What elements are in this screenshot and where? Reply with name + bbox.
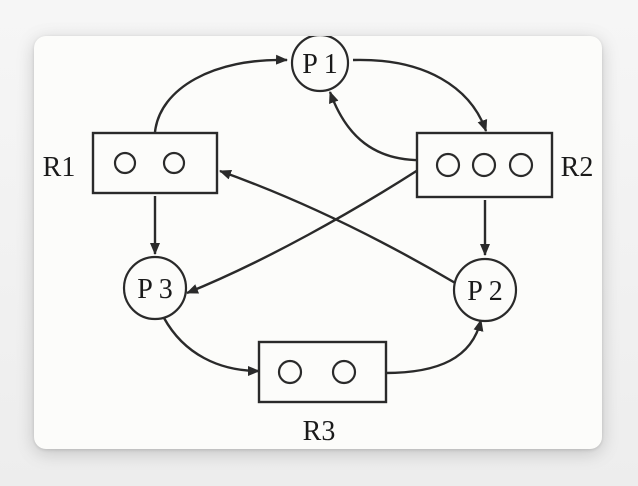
process-p1: P 1 bbox=[290, 36, 350, 93]
resource-r2-label: R2 bbox=[561, 152, 594, 183]
resource-r3-instance bbox=[277, 359, 303, 385]
resource-r2-instance bbox=[508, 152, 534, 178]
resource-r1-instance bbox=[162, 151, 186, 175]
edge-p1-to-r2 bbox=[352, 58, 488, 132]
resource-r3-label: R3 bbox=[303, 416, 336, 447]
resource-r3: R3 bbox=[257, 340, 388, 447]
resource-r2: R2 bbox=[415, 131, 594, 199]
edge-p2-to-r1 bbox=[219, 169, 458, 286]
resource-r1: R1 bbox=[43, 131, 219, 195]
resource-r3-instance bbox=[331, 359, 357, 385]
edge-r2-to-p3 bbox=[186, 168, 419, 295]
edge-r2-to-p1 bbox=[328, 91, 427, 162]
resource-r2-instance bbox=[471, 152, 497, 178]
edge-r1-to-p1 bbox=[153, 54, 288, 133]
process-p1-label: P 1 bbox=[302, 49, 338, 80]
process-p2: P 2 bbox=[452, 257, 518, 323]
edges bbox=[150, 54, 490, 376]
edge-p3-to-r3 bbox=[162, 317, 260, 376]
resource-r1-instance bbox=[113, 151, 137, 175]
process-p2-label: P 2 bbox=[467, 276, 503, 307]
process-p3: P 3 bbox=[122, 255, 188, 321]
diagram-card: P 1 P 2 P 3 R1 R2 bbox=[34, 36, 602, 449]
edge-r3-to-p2 bbox=[384, 319, 484, 375]
resource-r2-instance bbox=[435, 152, 461, 178]
process-p3-label: P 3 bbox=[137, 274, 173, 305]
resource-allocation-graph: P 1 P 2 P 3 R1 R2 bbox=[43, 36, 594, 447]
resource-r1-label: R1 bbox=[43, 152, 76, 183]
